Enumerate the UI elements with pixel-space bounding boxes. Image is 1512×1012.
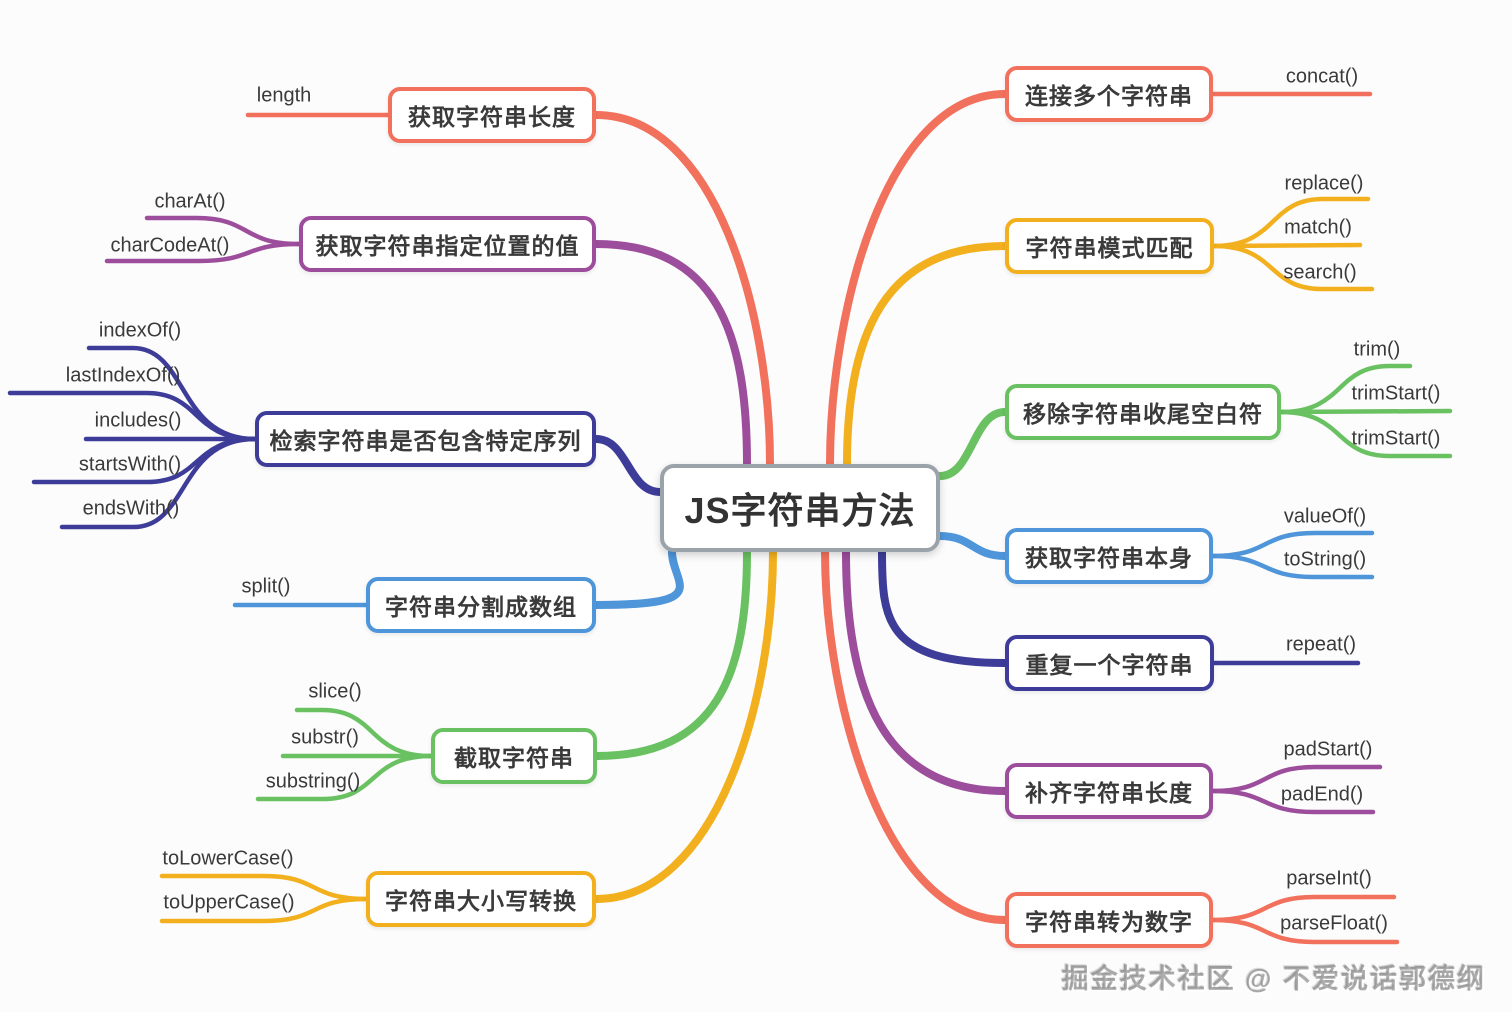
branch-curve (878, 548, 1009, 667)
method-label[interactable]: charAt() (154, 190, 226, 213)
branch-curve (592, 548, 684, 609)
branch-node-label: 检索字符串是否包含特定序列 (269, 428, 582, 454)
branch-node[interactable]: 字符串大小写转换 (366, 871, 596, 927)
method-label[interactable]: length (256, 84, 312, 107)
method-label[interactable]: charCodeAt() (110, 234, 230, 257)
leaf-connector-line (159, 896, 369, 924)
branch-node[interactable]: 移除字符串收尾空白符 (1005, 384, 1281, 440)
branch-node-label: 获取字符串本身 (1025, 545, 1193, 571)
center-topic-label: JS字符串方法 (684, 490, 916, 531)
branch-curve (592, 240, 751, 468)
branch-node[interactable]: 获取字符串本身 (1005, 528, 1213, 584)
method-label[interactable]: repeat() (1285, 633, 1357, 656)
leaf-connector-line (1211, 243, 1375, 292)
branch-node[interactable]: 补齐字符串长度 (1005, 763, 1213, 819)
branch-node[interactable]: 获取字符串指定位置的值 (299, 216, 596, 272)
leaf-connector-line (1210, 553, 1375, 580)
method-label[interactable]: replace() (1284, 172, 1364, 195)
method-label[interactable]: includes() (94, 409, 182, 432)
branch-node[interactable]: 截取字符串 (431, 728, 597, 784)
method-label[interactable]: split() (241, 575, 291, 598)
method-label[interactable]: toString() (1283, 548, 1367, 571)
branch-node[interactable]: 字符串转为数字 (1005, 892, 1213, 948)
method-label[interactable]: toLowerCase() (162, 847, 294, 870)
branch-node-label: 截取字符串 (454, 745, 574, 771)
method-label[interactable]: substr() (291, 726, 359, 749)
branch-curve (843, 242, 1009, 468)
method-label[interactable]: padStart() (1283, 738, 1373, 761)
branch-curve (821, 548, 1009, 924)
branch-node[interactable]: 重复一个字符串 (1005, 635, 1214, 691)
branch-node[interactable]: 连接多个字符串 (1005, 66, 1213, 122)
leaf-connector-line (1210, 917, 1400, 945)
method-label[interactable]: parseInt() (1286, 867, 1372, 890)
center-topic-node[interactable]: JS字符串方法 (660, 464, 940, 552)
branch-curve (592, 435, 664, 496)
method-label[interactable]: trim() (1353, 338, 1401, 361)
leaf-connector-line (1211, 242, 1363, 249)
branch-node[interactable]: 字符串模式匹配 (1005, 218, 1214, 274)
method-label[interactable]: lastIndexOf() (65, 364, 181, 387)
leaf-connector-line (1278, 408, 1453, 415)
branch-node-label: 获取字符串长度 (408, 104, 576, 130)
method-label[interactable]: parseFloat() (1280, 912, 1388, 935)
branch-node-label: 移除字符串收尾空白符 (1023, 401, 1263, 427)
branch-node-label: 字符串分割成数组 (385, 594, 577, 620)
branch-node[interactable]: 获取字符串长度 (388, 87, 596, 143)
branch-curve (592, 111, 774, 468)
method-label[interactable]: toUpperCase() (163, 891, 295, 914)
method-label[interactable]: startsWith() (78, 453, 182, 476)
leaf-connector-line (1210, 788, 1376, 815)
branch-node[interactable]: 字符串分割成数组 (366, 577, 596, 633)
branch-curve (592, 548, 777, 903)
branch-node[interactable]: 检索字符串是否包含特定序列 (255, 411, 596, 467)
branch-curve (593, 548, 751, 760)
method-label[interactable]: indexOf() (98, 319, 182, 342)
branch-node-label: 字符串大小写转换 (385, 888, 577, 914)
branch-node-label: 字符串模式匹配 (1025, 235, 1194, 261)
branch-curve (936, 532, 1009, 560)
leaf-connector-line (1278, 409, 1453, 459)
leaf-connector-line (59, 436, 258, 530)
method-label[interactable]: slice() (308, 680, 362, 703)
branch-node-label: 重复一个字符串 (1025, 652, 1194, 678)
branch-curve (936, 408, 1009, 480)
method-label[interactable]: concat() (1285, 65, 1359, 88)
branch-node-label: 连接多个字符串 (1025, 83, 1193, 109)
leaf-connector-line (255, 753, 434, 802)
method-label[interactable]: padEnd() (1280, 783, 1364, 806)
method-label[interactable]: search() (1283, 261, 1357, 284)
branch-node-label: 补齐字符串长度 (1025, 780, 1193, 806)
method-label[interactable]: substring() (265, 770, 361, 793)
method-label[interactable]: match() (1284, 216, 1352, 239)
method-label[interactable]: endsWith() (82, 497, 180, 520)
branch-node-label: 获取字符串指定位置的值 (315, 233, 580, 259)
branch-node-label: 字符串转为数字 (1025, 909, 1193, 935)
method-label[interactable]: trimStart() (1351, 427, 1441, 450)
branch-curve (842, 548, 1009, 795)
method-label[interactable]: valueOf() (1283, 505, 1367, 528)
branch-curve (826, 90, 1009, 468)
watermark-text: 掘金技术社区 @ 不爱说话郭德纲 (1061, 964, 1486, 994)
leaf-connector-line (104, 241, 302, 264)
method-label[interactable]: trimStart() (1351, 382, 1441, 405)
